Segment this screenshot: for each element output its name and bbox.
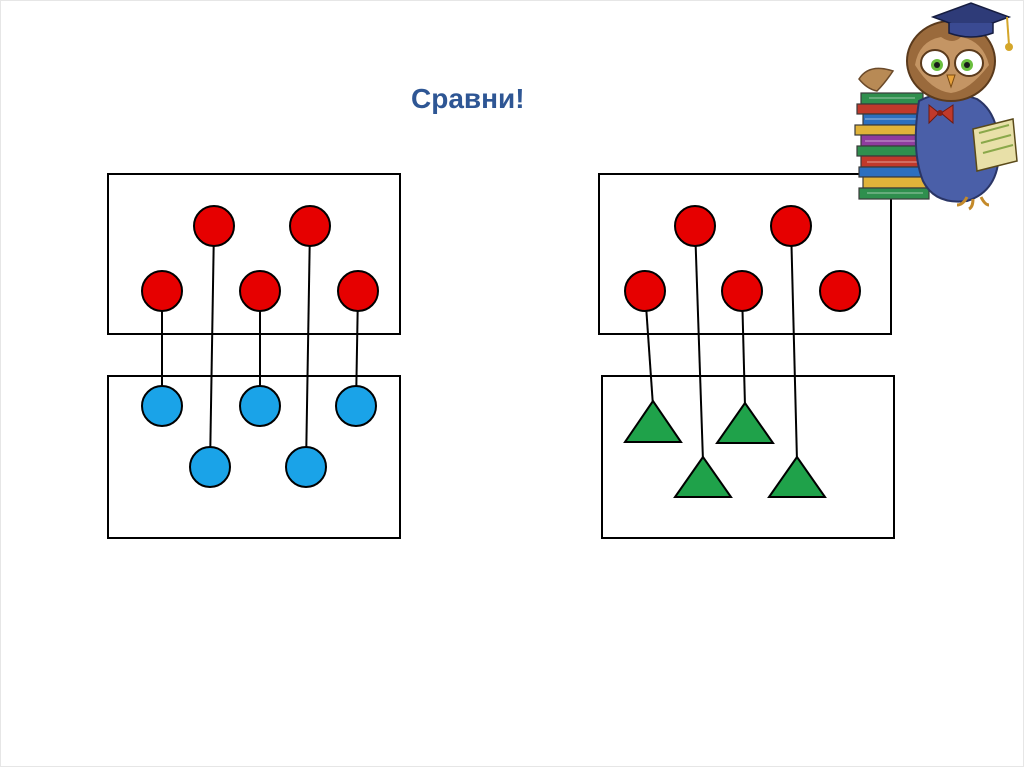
red-circle xyxy=(193,205,235,247)
blue-circle xyxy=(189,446,231,488)
slide-title: Сравни! xyxy=(411,83,525,114)
connector-line xyxy=(694,225,704,462)
green-triangle xyxy=(623,399,683,443)
blue-circle xyxy=(335,385,377,427)
left-group xyxy=(107,173,401,539)
red-circle xyxy=(819,270,861,312)
blue-circle xyxy=(141,385,183,427)
owl-with-books-icon xyxy=(854,2,1018,211)
connector-line xyxy=(790,225,798,462)
red-circle xyxy=(624,270,666,312)
green-triangle xyxy=(715,401,775,444)
connector-line xyxy=(305,225,311,468)
red-circle xyxy=(770,205,812,247)
red-circle xyxy=(721,270,763,312)
red-circle xyxy=(674,205,716,247)
connector-line xyxy=(209,225,215,468)
green-triangle xyxy=(767,455,827,498)
right-group xyxy=(598,173,895,539)
red-circle xyxy=(337,270,379,312)
red-circle xyxy=(239,270,281,312)
blue-circle xyxy=(285,446,327,488)
red-circle xyxy=(141,270,183,312)
red-circle xyxy=(289,205,331,247)
green-triangle xyxy=(673,455,733,498)
blue-circle xyxy=(239,385,281,427)
right-bottom-box xyxy=(601,375,895,539)
